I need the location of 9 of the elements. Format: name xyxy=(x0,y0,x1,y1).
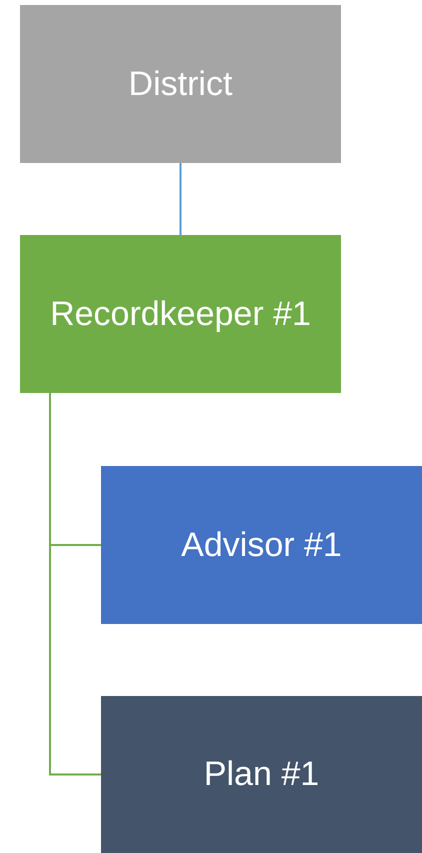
connector-line xyxy=(180,163,182,235)
org-box xyxy=(20,5,341,163)
box-label: Recordkeeper #1 xyxy=(50,294,311,335)
box-label: District xyxy=(128,64,232,105)
org-box xyxy=(20,235,341,393)
box-label: Advisor #1 xyxy=(181,524,342,566)
box-label: Plan #1 xyxy=(204,754,320,796)
org-box xyxy=(101,696,422,853)
org-box xyxy=(101,466,422,624)
